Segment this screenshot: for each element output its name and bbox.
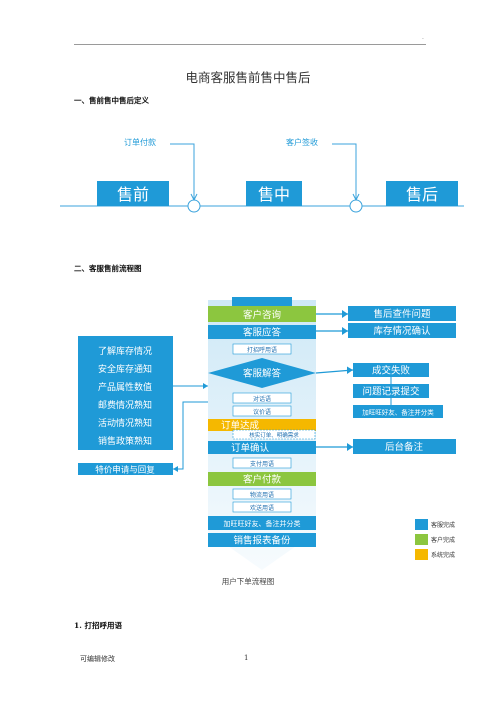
right-remark — [353, 439, 456, 454]
prep-item: 产品属性数值 — [98, 381, 152, 393]
flow-arrowhead — [342, 310, 348, 318]
step-answer-diamond — [208, 358, 316, 388]
legend-label: 客服完成 — [431, 521, 455, 529]
right-fail-label: 成交失败 — [372, 365, 411, 377]
header-rule — [74, 44, 426, 45]
stage-label: 售中 — [258, 185, 290, 204]
legend-swatch — [415, 519, 428, 530]
stage-block — [386, 181, 458, 206]
flow-connector — [173, 401, 208, 470]
flow-arrowhead — [342, 327, 348, 335]
tip-logistics — [232, 488, 292, 500]
header-dot: . — [422, 34, 424, 41]
legend-swatch — [415, 534, 428, 545]
flow-arrowhead — [347, 443, 353, 451]
step-inquiry — [208, 306, 316, 322]
footer-editable-note: 可编辑修改 — [80, 655, 115, 663]
right-stock-label: 库存情况确认 — [373, 325, 431, 337]
tip-greeting-label: 打招呼用语 — [247, 346, 277, 354]
tip-logistics-label: 物流用语 — [250, 491, 274, 499]
right-remark-label: 后台备注 — [385, 441, 424, 453]
tip-dialog — [232, 392, 292, 404]
document-title: 电商客服售前售中售后 — [185, 70, 311, 85]
step-report-label: 销售报表备份 — [233, 535, 291, 547]
step-pay-label: 客户付款 — [243, 474, 282, 486]
timeline-event-label: 订单付款 — [124, 137, 156, 147]
tip-farewell — [232, 501, 292, 513]
legend-swatch — [415, 549, 428, 560]
timeline-event-label: 客户签收 — [286, 137, 318, 147]
timeline-connector — [170, 143, 195, 200]
stage-block — [97, 181, 169, 206]
special-price-label: 特价申请与回复 — [95, 465, 155, 476]
stage-label: 售后 — [406, 185, 438, 204]
tip-dialog-label: 对话语 — [253, 395, 271, 403]
presale-timeline-diagram: 订单付款 客户签收 售前 售中 售后 — [60, 137, 464, 213]
milestone-node — [349, 199, 363, 213]
milestone-node — [187, 199, 201, 213]
right-friend-label: 加旺旺好友、备注并分类 — [362, 408, 434, 417]
prep-item: 销售政策熟知 — [98, 435, 152, 447]
stage-label: 售前 — [117, 185, 149, 204]
step-reply — [208, 325, 316, 339]
tip-bargain-label: 议价语 — [253, 408, 271, 416]
tip-pay — [232, 457, 292, 469]
step-add-friend — [208, 516, 316, 530]
legend-label: 系统完成 — [431, 551, 455, 559]
special-price-box — [78, 463, 173, 475]
legend-label: 客户完成 — [431, 536, 455, 544]
presale-flowchart: 了解库存情况 安全库存通知 产品属性数值 邮费情况熟知 活动情况熟知 销售政策熟… — [78, 297, 456, 570]
figure-caption: 用户下单流程图 — [221, 577, 275, 586]
tip-farewell-label: 欢送用语 — [250, 504, 274, 512]
tip-pay-label: 支付用语 — [250, 460, 274, 468]
prep-item: 了解库存情况 — [98, 345, 152, 357]
right-record — [353, 384, 429, 398]
timeline-connector — [332, 143, 357, 200]
stage-block — [246, 181, 302, 206]
step-deal-label: 订单达成 — [221, 420, 260, 432]
step-add-friend-label: 加旺旺好友、备注并分类 — [224, 519, 301, 528]
right-after-sale-label: 售后查件问题 — [373, 308, 431, 320]
flow-connector — [315, 369, 354, 374]
tip-confirm — [232, 429, 316, 440]
tip-greeting — [232, 343, 292, 355]
flow-arrowhead — [203, 383, 208, 389]
flow-arrowhead — [347, 366, 353, 374]
step-confirm — [208, 441, 316, 454]
tip-confirm-label: 核实订单、明确需求 — [249, 431, 299, 439]
right-fail — [353, 363, 429, 377]
tip-bargain — [232, 405, 292, 417]
prep-item: 活动情况熟知 — [98, 417, 152, 429]
left-prep-box — [78, 336, 173, 450]
prep-item: 安全库存通知 — [98, 363, 152, 375]
step-report — [208, 533, 316, 547]
step-confirm-label: 订单确认 — [231, 442, 270, 454]
page-number: 1 — [244, 654, 249, 662]
right-after-sale — [348, 306, 456, 321]
section-heading-greeting: 1. 打招呼用语 — [74, 621, 122, 630]
flow-arrowhead — [173, 466, 178, 472]
prep-item: 邮费情况熟知 — [98, 399, 152, 411]
step-inquiry-label: 客户咨询 — [243, 309, 281, 321]
step-deal — [208, 419, 316, 431]
step-pay — [208, 472, 316, 486]
step-reply-label: 客服应答 — [243, 327, 282, 339]
section-heading-flowchart: 二、客服售前流程图 — [74, 264, 142, 273]
top-marker — [232, 297, 292, 307]
right-stock — [348, 323, 456, 338]
right-friend — [353, 405, 443, 418]
step-answer-label: 客服解答 — [243, 368, 282, 380]
section-heading-definition: 一、售前售中售后定义 — [74, 96, 149, 105]
right-record-label: 问题记录提交 — [362, 386, 420, 398]
